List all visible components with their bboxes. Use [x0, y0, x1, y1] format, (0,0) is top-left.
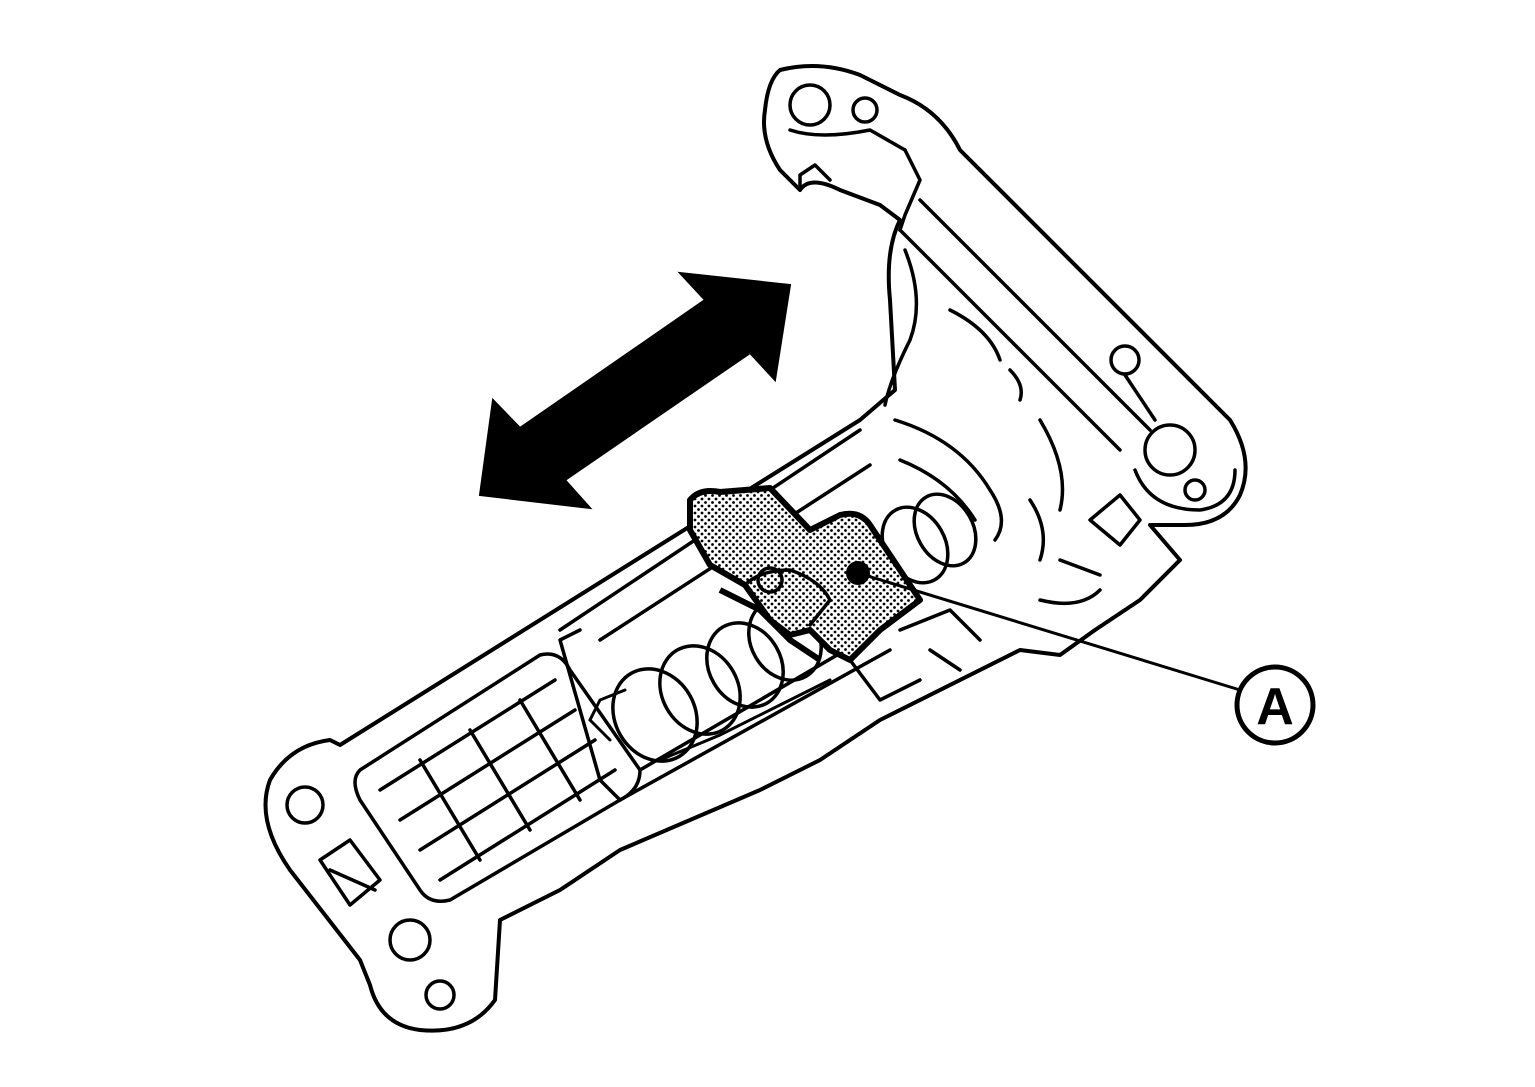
callout-a: A: [846, 561, 1316, 746]
part-a-highlight: [687, 485, 923, 663]
bottom-body-lines: [848, 608, 982, 702]
interior-walls: [883, 248, 1102, 606]
callout-a-label: A: [1256, 678, 1294, 736]
top-mounting-ear: [788, 83, 1152, 452]
callout-a-circle: [1234, 664, 1316, 746]
right-mounting-boss: [1088, 344, 1237, 547]
callout-a-leader-line: [857, 571, 1241, 692]
left-mounting-ear: [285, 785, 456, 1011]
double-headed-arrow-icon: [478, 271, 792, 510]
left-grid-section: [353, 652, 642, 903]
